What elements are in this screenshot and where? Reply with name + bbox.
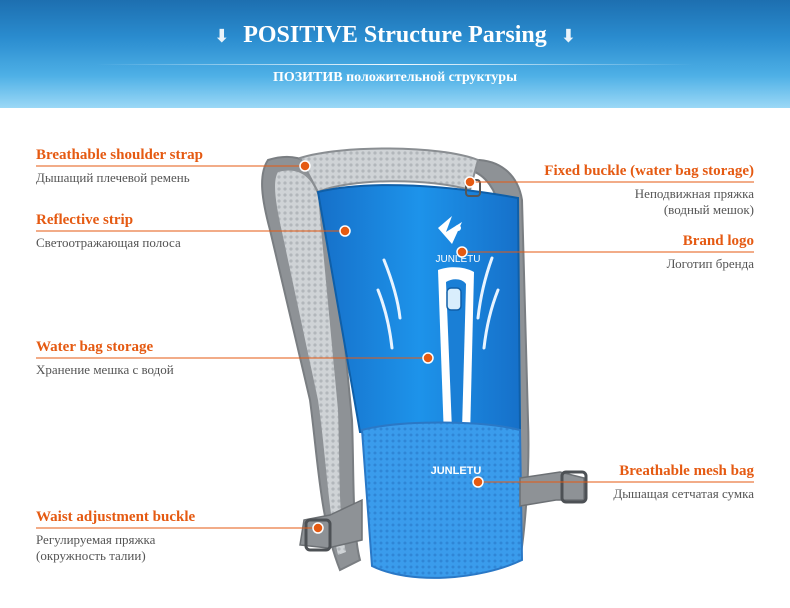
top-collar [298, 147, 480, 194]
down-arrow-icon: ⬇ [214, 26, 230, 47]
callout-shoulder-strap-title: Breathable shoulder strap [36, 147, 203, 163]
callout-fixed-buckle-subtitle-1: Неподвижная пряжка [634, 186, 754, 201]
backpack-illustration: JUNLETU JUNLETU [36, 147, 754, 579]
callout-waist-buckle-subtitle-2: (окружность талии) [36, 548, 146, 563]
page-subtitle: ПОЗИТИВ положительной структуры [272, 70, 518, 85]
callout-water-bag-subtitle: Хранение мешка с водой [36, 362, 174, 377]
callout-mesh-bag-title: Breathable mesh bag [619, 463, 754, 479]
down-arrow-icon: ⬇ [560, 26, 576, 47]
callout-waist-buckle-title: Waist adjustment buckle [36, 509, 196, 525]
pocket-brand-text: JUNLETU [431, 465, 482, 477]
callout-brand-logo-subtitle: Логотип бренда [666, 256, 754, 271]
page-title: POSITIVE Structure Parsing [243, 22, 547, 48]
left-strap-mesh [275, 170, 346, 556]
left-buckle-icon [304, 518, 332, 552]
callout-fixed-buckle-subtitle-2: (водный мешок) [663, 202, 754, 217]
callout-shoulder-strap-subtitle: Дышащий плечевой ремень [36, 170, 190, 185]
callout-lines [36, 165, 754, 529]
callout-waist-buckle-subtitle-1: Регулируемая пряжка [36, 532, 156, 547]
title-divider [95, 64, 695, 65]
callout-water-bag-title: Water bag storage [36, 339, 154, 355]
brand-logo-text: JUNLETU [435, 254, 480, 265]
zipper-pull-icon [446, 287, 462, 311]
right-buckle-icon [560, 470, 588, 504]
reflective-stripes [376, 256, 500, 350]
callout-brand-logo-title: Brand logo [682, 233, 754, 249]
callout-reflective-strip-subtitle: Светоотражающая полоса [36, 235, 181, 250]
callout-fixed-buckle-title: Fixed buckle (water bag storage) [544, 163, 754, 179]
mesh-pocket [360, 421, 524, 579]
callout-mesh-bag-subtitle: Дышащая сетчатая сумка [613, 486, 754, 501]
callout-reflective-strip-title: Reflective strip [36, 212, 134, 228]
callout-dots [299, 160, 484, 534]
brand-logo-mark: JUNLETU [435, 216, 481, 265]
page-title-row: ⬇ POSITIVE Structure Parsing ⬇ [0, 22, 790, 49]
header-banner: ⬇ POSITIVE Structure Parsing ⬇ ПОЗИТИВ пол… [0, 0, 790, 108]
